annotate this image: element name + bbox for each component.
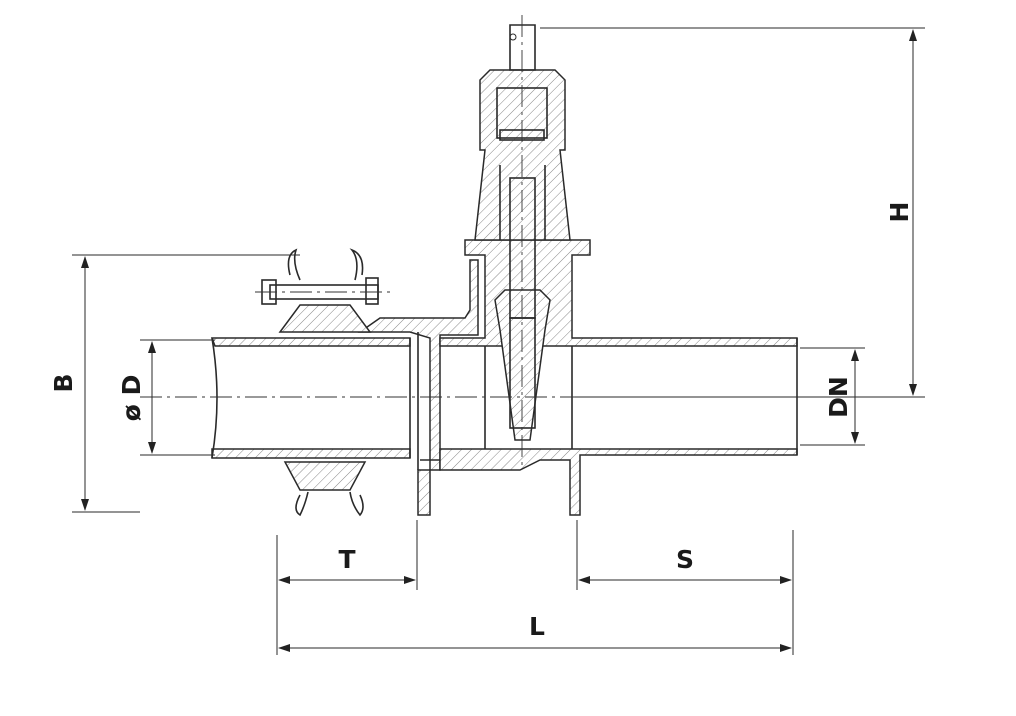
socket-coupling	[255, 248, 479, 517]
dim-label-d: ø D	[117, 375, 146, 422]
dim-label-dn: DN	[824, 376, 853, 418]
valve-body	[417, 15, 798, 516]
dim-label-t: T	[338, 545, 355, 574]
dim-label-b: B	[49, 373, 78, 392]
dim-label-l: L	[529, 612, 545, 641]
dimension-lines	[81, 29, 917, 652]
dim-label-s: S	[676, 545, 694, 574]
extension-lines	[72, 27, 925, 655]
dim-label-h: H	[885, 202, 914, 223]
inserted-pipe	[210, 337, 411, 459]
